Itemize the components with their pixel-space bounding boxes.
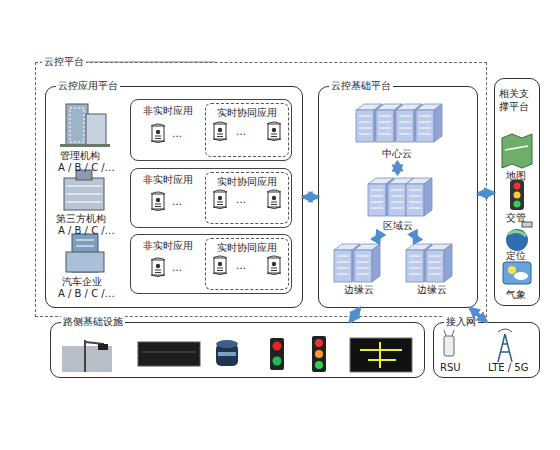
building-icon bbox=[66, 234, 104, 272]
roadside-camera bbox=[62, 340, 112, 372]
support-box: 相关支撑平台 bbox=[494, 78, 540, 306]
text-label: 第三方机构 bbox=[56, 213, 106, 225]
platform-box: 云控基础平台中心云区域云边缘云边缘云 bbox=[318, 86, 478, 308]
app-group: 非实时应用 实时协同应用 bbox=[130, 234, 292, 294]
double-arrow bbox=[395, 162, 399, 174]
text-label: 管理机构 bbox=[60, 150, 100, 162]
text-label: 地图 bbox=[506, 170, 526, 182]
double-arrow bbox=[414, 234, 417, 240]
text-label: … bbox=[172, 128, 182, 140]
building-icon bbox=[64, 170, 104, 210]
cloud-node: 中心云 bbox=[350, 98, 444, 162]
text-label: LTE / 5G bbox=[488, 362, 528, 374]
node-label: 云控平台 bbox=[42, 56, 86, 68]
node-label: 区域云 bbox=[362, 220, 434, 232]
infrastructure-box: 路侧基础设施 bbox=[50, 322, 425, 378]
node-label: 路侧基础设施 bbox=[61, 316, 125, 328]
realtime-box: 实时协同应用 bbox=[205, 103, 289, 157]
app-group: 非实时应用 实时协同应用 bbox=[130, 168, 292, 228]
double-arrow bbox=[303, 195, 318, 199]
node-label: 非实时应用 bbox=[143, 240, 193, 252]
node-label: 云控应用平台 bbox=[56, 80, 120, 92]
text-label: … bbox=[236, 126, 246, 138]
arrow-light bbox=[312, 336, 326, 372]
app-group: 非实时应用 实时协同应用 bbox=[130, 99, 292, 161]
node-label: 中心云 bbox=[350, 148, 444, 160]
text-label: 交管 bbox=[506, 212, 526, 224]
lidar bbox=[216, 340, 238, 366]
cloud-node: 区域云 bbox=[362, 174, 434, 234]
pedestrian-light bbox=[270, 338, 284, 370]
node-label: 实时协同应用 bbox=[206, 242, 288, 254]
text-label: A / B / C /… bbox=[58, 162, 115, 174]
node-label: 实时协同应用 bbox=[206, 107, 288, 119]
roadside-panel bbox=[138, 342, 200, 366]
text-label: A / B / C /… bbox=[58, 225, 115, 237]
weather-icon bbox=[503, 262, 531, 284]
text-label: 汽车企业 bbox=[62, 276, 102, 288]
node-label: 接入网 bbox=[444, 316, 478, 328]
platform-frame: 云控平台云控应用平台非实时应用实时协同应用非实时应用实时协同应用非实时应用实时协… bbox=[35, 62, 487, 317]
node-label: 边缘云 bbox=[400, 284, 464, 296]
tower-icon bbox=[498, 329, 512, 362]
text-label: … bbox=[172, 196, 182, 208]
building-icon bbox=[60, 104, 110, 147]
traffic-light-icon bbox=[510, 180, 524, 210]
double-arrow bbox=[350, 308, 360, 322]
text-label: … bbox=[236, 194, 246, 206]
text-label: 定位 bbox=[506, 250, 526, 262]
double-arrow bbox=[470, 308, 487, 322]
realtime-box: 实时协同应用 bbox=[205, 238, 289, 290]
text-label: … bbox=[172, 262, 182, 274]
node-label: 非实时应用 bbox=[143, 105, 193, 117]
satellite-icon bbox=[506, 222, 532, 251]
text-label: … bbox=[236, 260, 246, 272]
text-label: 气象 bbox=[506, 289, 526, 301]
node-label: 非实时应用 bbox=[143, 174, 193, 186]
node-label: 边缘云 bbox=[328, 284, 390, 296]
traffic-screen bbox=[350, 338, 412, 372]
double-arrow bbox=[478, 191, 494, 196]
cloud-node: 边缘云 bbox=[328, 240, 390, 298]
text-label: RSU bbox=[440, 362, 461, 374]
double-arrow bbox=[376, 234, 380, 240]
node-label: 实时协同应用 bbox=[206, 176, 288, 188]
rsu-icon bbox=[444, 330, 454, 356]
cloud-node: 边缘云 bbox=[400, 240, 464, 298]
realtime-box: 实时协同应用 bbox=[205, 172, 289, 224]
node-label: 云控基础平台 bbox=[329, 80, 393, 92]
text-label: A / B / C /… bbox=[58, 288, 115, 300]
map-icon bbox=[502, 134, 532, 168]
node-label: 相关支撑平台 bbox=[499, 87, 535, 113]
